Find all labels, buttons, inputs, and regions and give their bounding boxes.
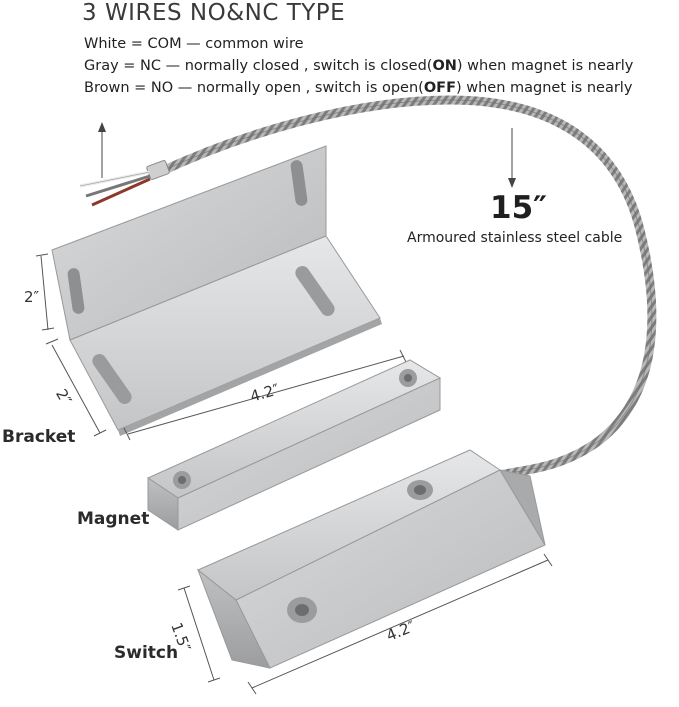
bracket-label: Bracket [2, 427, 76, 447]
cable-length: 15″ [490, 190, 547, 226]
page-title: 3 WIRES NO&NC TYPE [82, 0, 346, 26]
magnet-label: Magnet [77, 509, 150, 529]
wire-leads [79, 170, 151, 207]
switch-label: Switch [114, 643, 179, 663]
wire-gray-description: Gray = NC — normally closed , switch is … [84, 58, 634, 74]
bracket-height-dimension: 2″ [24, 288, 40, 306]
switch-dimension-lines [177, 553, 553, 695]
wire-brown-description: Brown = NO — normally open , switch is o… [84, 80, 633, 96]
cable-caption: Armoured stainless steel cable [407, 230, 623, 246]
magnet-illustration [146, 359, 442, 531]
bracket-dimension-lines [35, 253, 407, 441]
wire-white-description: White = COM — common wire [84, 36, 304, 52]
switch-illustration [196, 449, 546, 669]
bracket-illustration [51, 145, 382, 436]
